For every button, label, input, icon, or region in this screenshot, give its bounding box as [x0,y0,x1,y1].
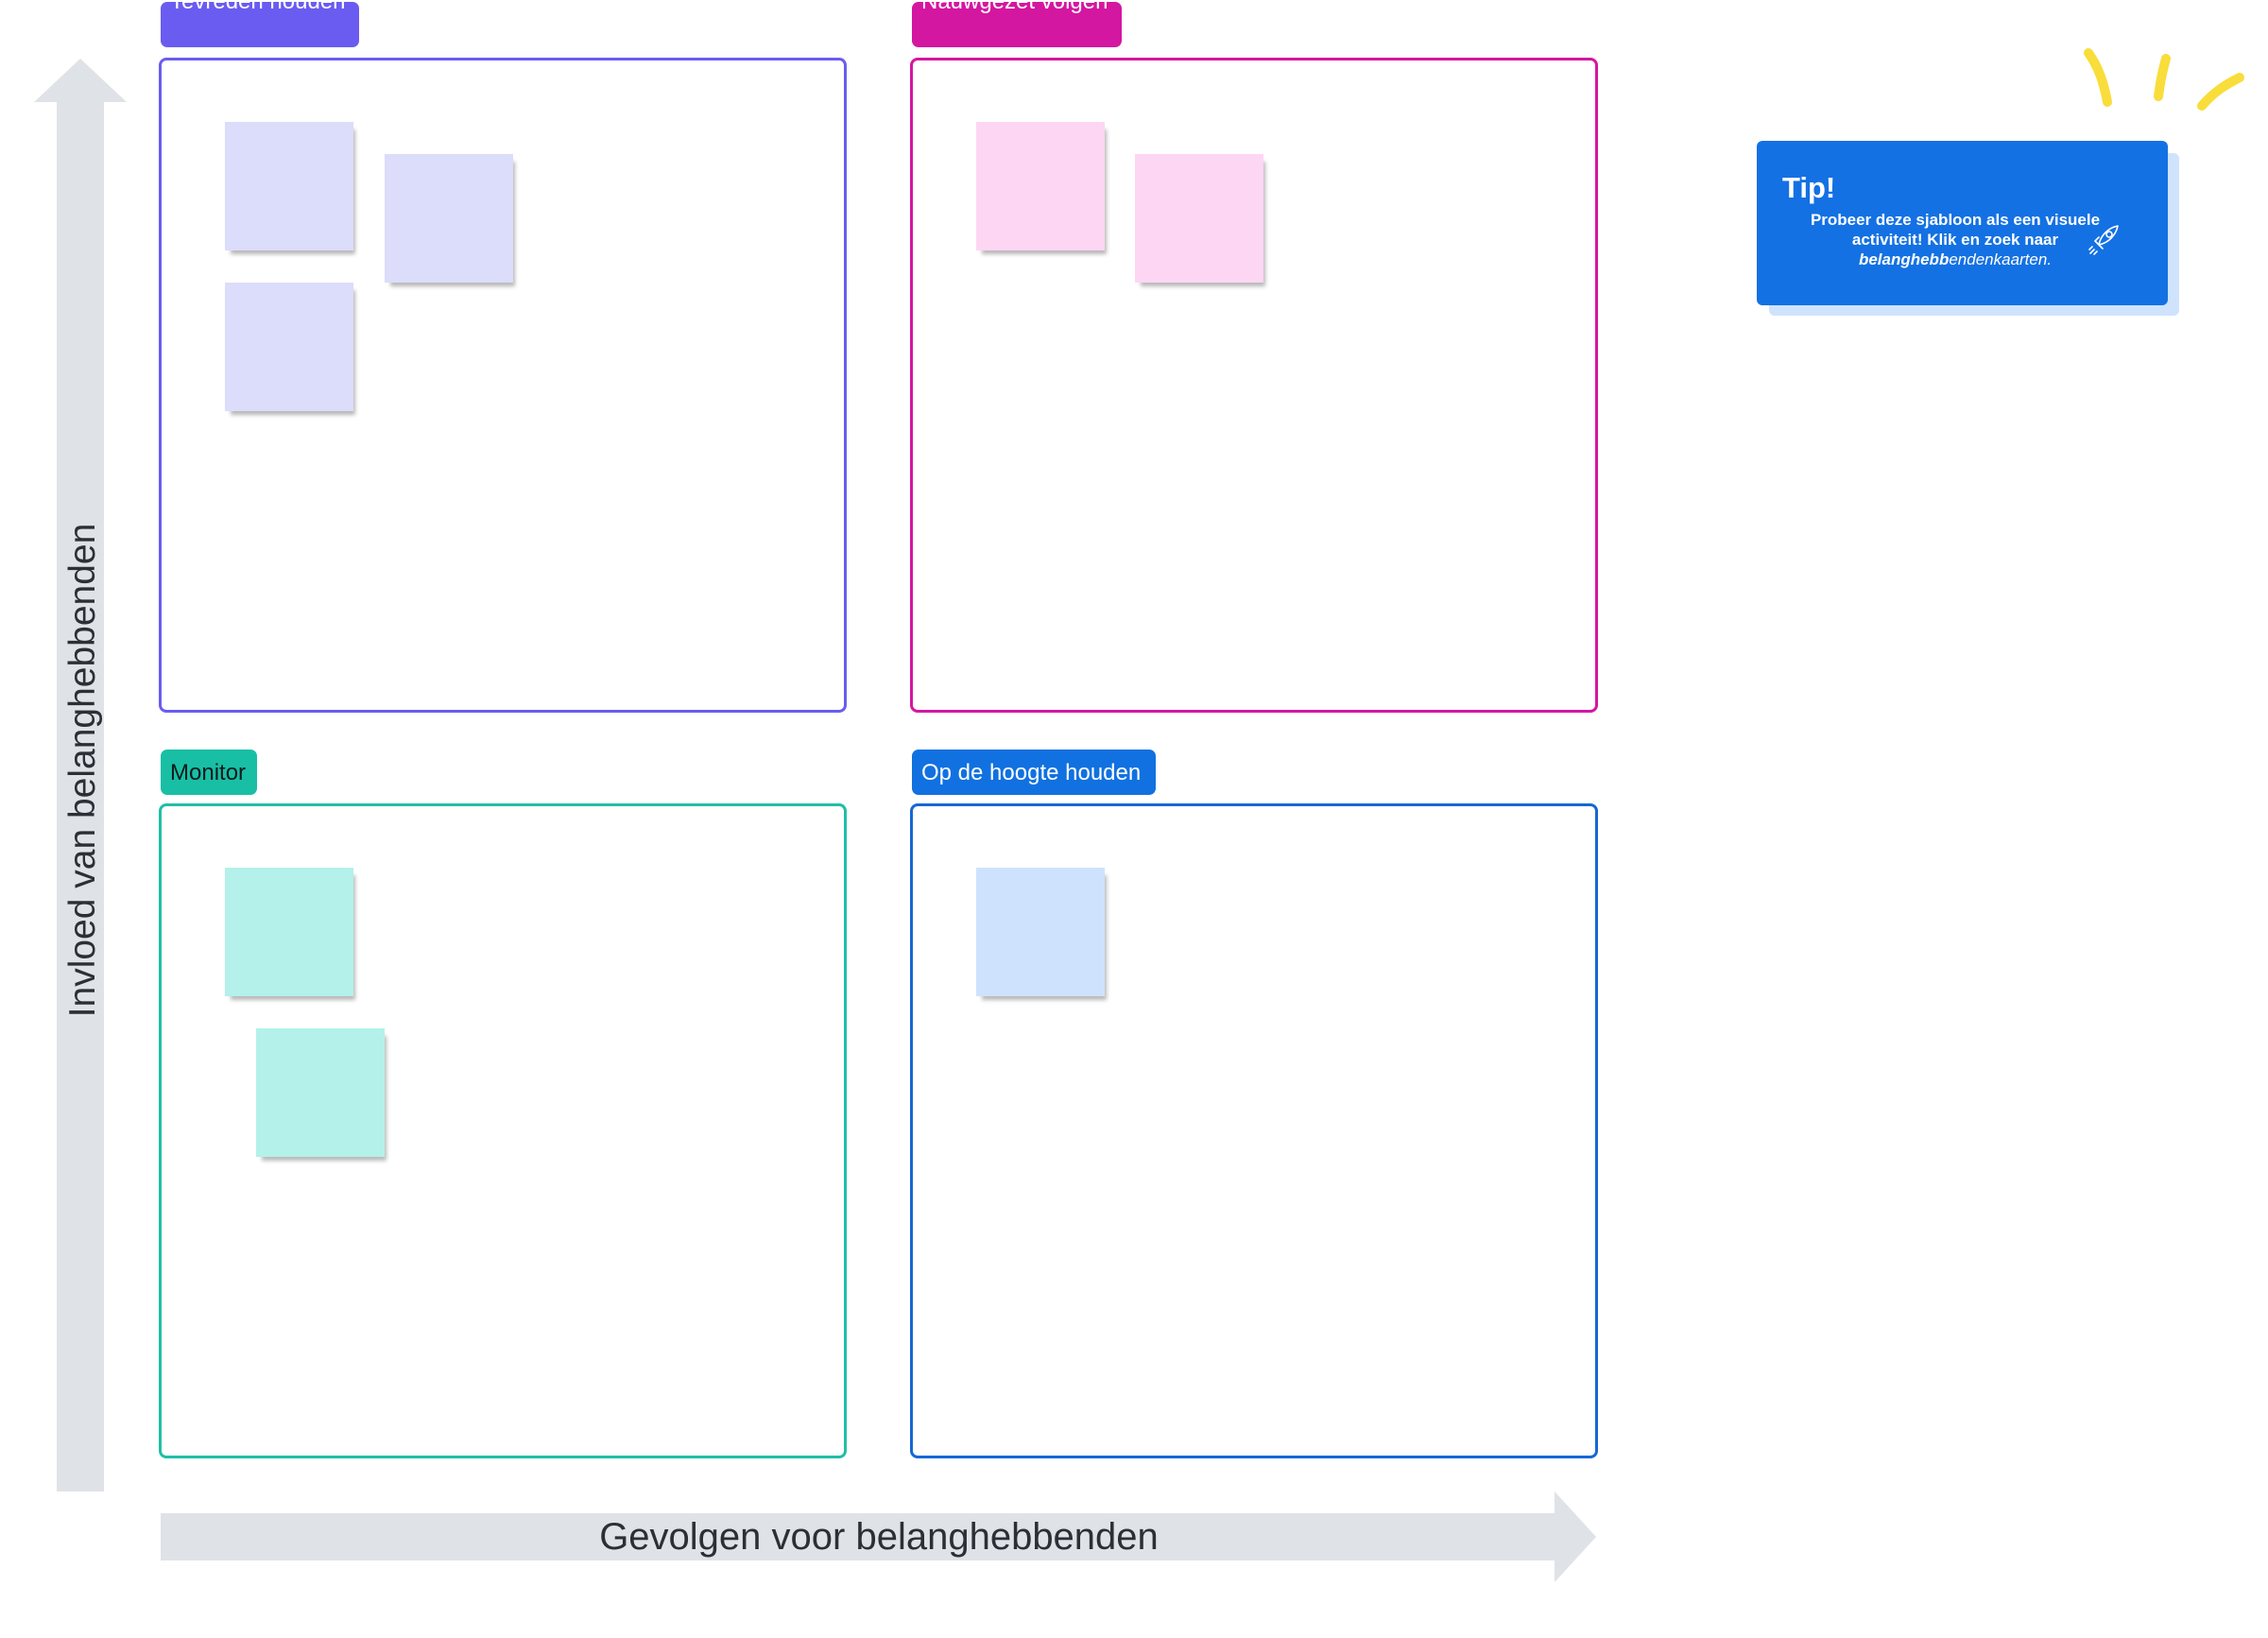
quadrant-tag-top-left[interactable]: Tevreden houden [161,2,359,47]
y-axis-arrow[interactable] [57,95,104,1491]
sticky-note[interactable] [976,122,1105,250]
sticky-note[interactable] [225,283,353,411]
quadrant-tag-bottom-left[interactable]: Monitor [161,750,257,795]
x-axis-arrow[interactable] [161,1513,1559,1560]
tip-text-main: Probeer deze sjabloon als een visuele ac… [1810,211,2101,249]
quadrant-tag-bottom-right[interactable]: Op de hoogte houden [912,750,1156,795]
quadrant-tag-label: Nauwgezet volgen [921,2,1112,17]
sticky-note[interactable] [225,868,353,996]
sticky-note[interactable] [1135,154,1263,283]
tip-text: Probeer deze sjabloon als een visuele ac… [1795,210,2116,269]
tip-text-italic-bold: belanghebb [1858,250,1950,268]
tip-card[interactable]: Tip! Probeer deze sjabloon als een visue… [1757,141,2168,305]
quadrant-tag-top-right[interactable]: Nauwgezet volgen [912,2,1122,47]
sparkle-lines-icon [2084,48,2244,111]
tip-text-italic: endenkaarten. [1949,250,2053,268]
x-axis-arrowhead [1555,1491,1596,1582]
sticky-note[interactable] [976,868,1105,996]
sticky-note[interactable] [256,1028,385,1157]
quadrant-tag-label: Tevreden houden [170,2,350,17]
y-axis-label[interactable]: Invloed van belanghebbenden [62,523,103,1018]
sticky-note[interactable] [385,154,513,283]
quadrant-tag-label: Op de hoogte houden [921,760,1142,785]
x-axis-label[interactable]: Gevolgen voor belanghebbenden [599,1516,1159,1558]
rocket-icon [2088,225,2119,255]
tip-title: Tip! [1782,171,1836,204]
quadrant-tag-label: Monitor [170,760,247,785]
sticky-note[interactable] [225,122,353,250]
